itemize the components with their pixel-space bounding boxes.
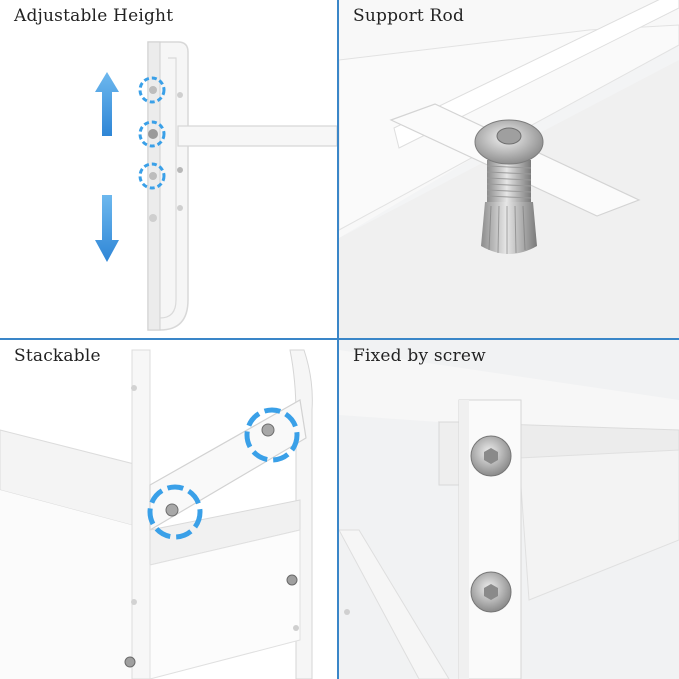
- support-rod-illustration: [339, 0, 679, 338]
- panel-adjustable-height: Adjustable Height: [0, 0, 337, 338]
- panel-fixed-by-screw: Fixed by screw: [339, 340, 679, 679]
- horizontal-divider: [0, 338, 679, 340]
- panel-support-rod: Support Rod: [339, 0, 679, 338]
- caption-support-rod: Support Rod: [353, 6, 465, 26]
- fixed-by-screw-illustration: [339, 350, 679, 679]
- stackable-illustration: [0, 349, 313, 679]
- caption-fixed-by-screw: Fixed by screw: [353, 346, 486, 366]
- caption-adjustable-height: Adjustable Height: [14, 6, 174, 26]
- caption-stackable: Stackable: [14, 346, 101, 366]
- panel-stackable: Stackable: [0, 340, 337, 679]
- adjustable-height-illustration: [95, 41, 337, 331]
